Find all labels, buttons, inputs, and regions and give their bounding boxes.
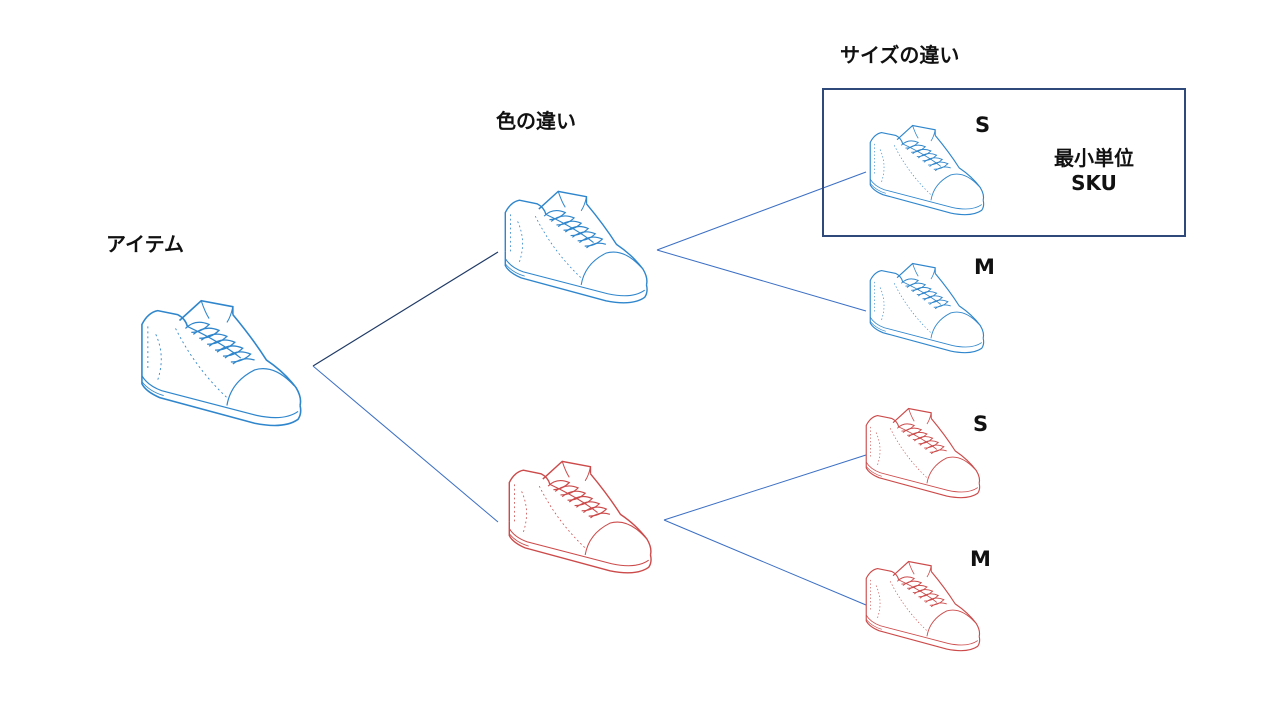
- red-s-shoe-icon: [862, 407, 982, 499]
- connector-blue-m: [656, 249, 867, 312]
- sku-highlight-box: [822, 88, 1186, 237]
- item-shoe-icon: [136, 298, 304, 428]
- sku-box-text: 最小単位 SKU: [1046, 146, 1142, 196]
- blue-s-shoe-icon: [866, 124, 986, 216]
- blue-shoe-icon: [500, 188, 650, 306]
- red-m-shoe-icon: [862, 560, 982, 652]
- size-difference-label: サイズの違い: [840, 43, 960, 67]
- connector-item-blue: [312, 251, 499, 367]
- connector-red-m: [663, 519, 867, 606]
- item-label: アイテム: [106, 232, 184, 256]
- blue-size-s-label: S: [975, 113, 991, 137]
- sku-box-line2: SKU: [1071, 171, 1117, 195]
- blue-m-shoe-icon: [866, 262, 986, 354]
- blue-size-m-label: M: [974, 255, 995, 279]
- connector-blue-s: [656, 171, 867, 251]
- connector-red-s: [663, 454, 867, 521]
- red-size-m-label: M: [970, 547, 991, 571]
- color-difference-label: 色の違い: [496, 109, 576, 133]
- connector-item-red: [312, 365, 499, 523]
- red-size-s-label: S: [973, 412, 989, 436]
- sku-box-line1: 最小単位: [1054, 146, 1134, 170]
- red-shoe-icon: [504, 458, 654, 576]
